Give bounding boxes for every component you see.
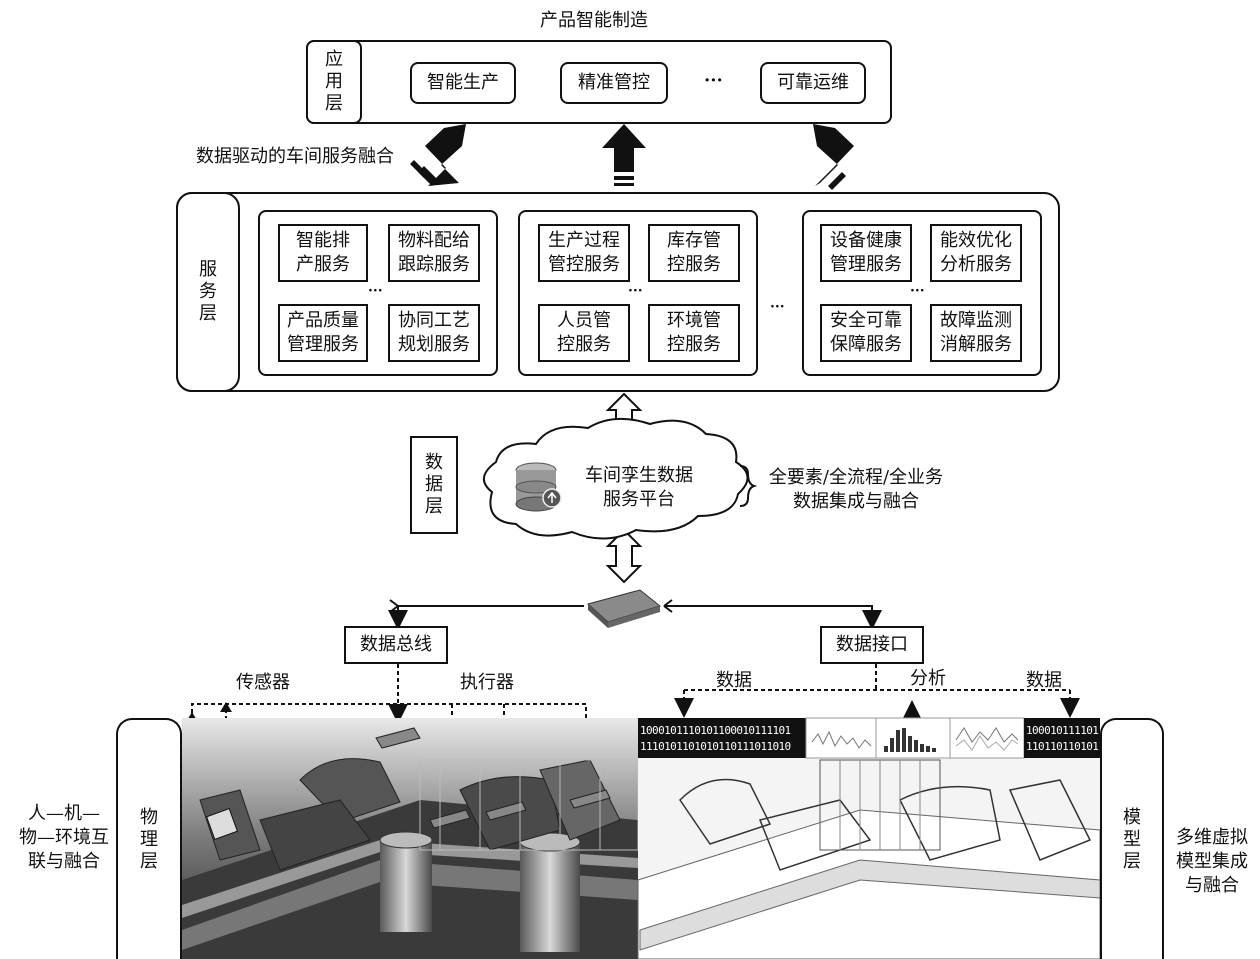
data-label-right: 数据: [1026, 670, 1062, 692]
actuator-label: 执行器: [460, 672, 514, 694]
service-item: 能效优化 分析服务: [930, 224, 1022, 282]
label-char: 层: [140, 851, 158, 873]
binary-right: 100010111101 110110110101: [1026, 720, 1100, 758]
caption-line: 人—机—: [14, 802, 114, 826]
arrow-caption: 数据驱动的车间服务融合: [196, 146, 394, 168]
router-to-bus: [398, 606, 584, 626]
label-char: 数: [425, 452, 443, 474]
label-char: 务: [199, 281, 217, 303]
service-item: 智能排 产服务: [278, 224, 368, 282]
platform-note: 全要素/全流程/全业务 数据集成与融合: [756, 466, 956, 514]
model-layer-label: 模 型 层: [1100, 718, 1164, 959]
caption-line: 物—环境互: [14, 826, 114, 850]
data-bus-box: 数据总线: [344, 626, 448, 664]
service-item: 生产过程 管控服务: [538, 224, 630, 282]
data-interface-box: 数据接口: [820, 626, 924, 664]
service-layer-label: 服 务 层: [176, 192, 240, 392]
caption-line: 模型集成: [1166, 850, 1258, 874]
analysis-label: 分析: [910, 668, 946, 690]
caption-line: 多维虚拟: [1166, 826, 1258, 850]
sensor-label: 传感器: [236, 672, 290, 694]
platform-note-line: 全要素/全流程/全业务: [756, 466, 956, 490]
platform-note-line: 数据集成与融合: [756, 490, 956, 514]
physical-scene: [182, 718, 638, 959]
service-item: 设备健康 管理服务: [820, 224, 912, 282]
label-char: 物: [140, 807, 158, 829]
platform-label-line: 车间孪生数据: [574, 464, 704, 488]
label-char: 层: [325, 93, 343, 115]
app-ellipsis: ···: [704, 70, 723, 92]
big-arrow-center: [602, 124, 646, 186]
label-char: 层: [425, 496, 443, 518]
service-item: 环境管 控服务: [648, 304, 740, 362]
data-label-left: 数据: [716, 670, 752, 692]
app-item-reliable-maintenance: 可靠运维: [760, 62, 866, 104]
platform-label-line: 服务平台: [574, 488, 704, 512]
group-ellipsis: ···: [628, 280, 643, 302]
model-caption: 多维虚拟 模型集成 与融合: [1166, 826, 1258, 898]
label-char: 层: [199, 303, 217, 325]
app-item-precise-control: 精准管控: [560, 62, 668, 104]
app-item-smart-production: 智能生产: [410, 62, 516, 104]
between-group-ellipsis: ···: [770, 296, 785, 318]
diagram-title: 产品智能制造: [540, 10, 648, 32]
service-item: 产品质量 管理服务: [278, 304, 368, 362]
service-item: 协同工艺 规划服务: [388, 304, 480, 362]
physical-layer-label: 物 理 层: [116, 718, 182, 959]
binary-left: 1000101110101100010111101 11101011010101…: [640, 720, 806, 758]
label-char: 型: [1123, 829, 1141, 851]
data-layer-label: 数 据 层: [410, 436, 458, 534]
label-char: 应: [325, 49, 343, 71]
service-item: 库存管 控服务: [648, 224, 740, 282]
label-char: 服: [199, 259, 217, 281]
label-char: 模: [1123, 807, 1141, 829]
group-ellipsis: ···: [910, 280, 925, 302]
app-layer-label: 应 用 层: [306, 40, 362, 124]
group-ellipsis: ···: [368, 280, 383, 302]
label-char: 理: [140, 829, 158, 851]
binary-line: 100010111101: [1026, 723, 1100, 739]
label-char: 据: [425, 474, 443, 496]
caption-line: 联与融合: [14, 850, 114, 874]
big-arrow-right: [813, 124, 854, 190]
physical-caption: 人—机— 物—环境互 联与融合: [14, 802, 114, 874]
caption-line: 与融合: [1166, 874, 1258, 898]
database-icon: [516, 463, 561, 511]
big-arrow-left: [410, 124, 466, 186]
binary-line: 1000101110101100010111101: [640, 723, 806, 739]
router-to-interface: [664, 606, 872, 626]
service-item: 故障监测 消解服务: [930, 304, 1022, 362]
label-char: 层: [1123, 851, 1141, 873]
router-icon: [588, 590, 660, 628]
service-item: 人员管 控服务: [538, 304, 630, 362]
binary-line: 110110110101: [1026, 739, 1100, 755]
platform-label: 车间孪生数据 服务平台: [574, 464, 704, 512]
label-char: 用: [325, 71, 343, 93]
binary-line: 1110101101010110111011010: [640, 739, 806, 755]
service-item: 安全可靠 保障服务: [820, 304, 912, 362]
service-item: 物料配给 跟踪服务: [388, 224, 480, 282]
